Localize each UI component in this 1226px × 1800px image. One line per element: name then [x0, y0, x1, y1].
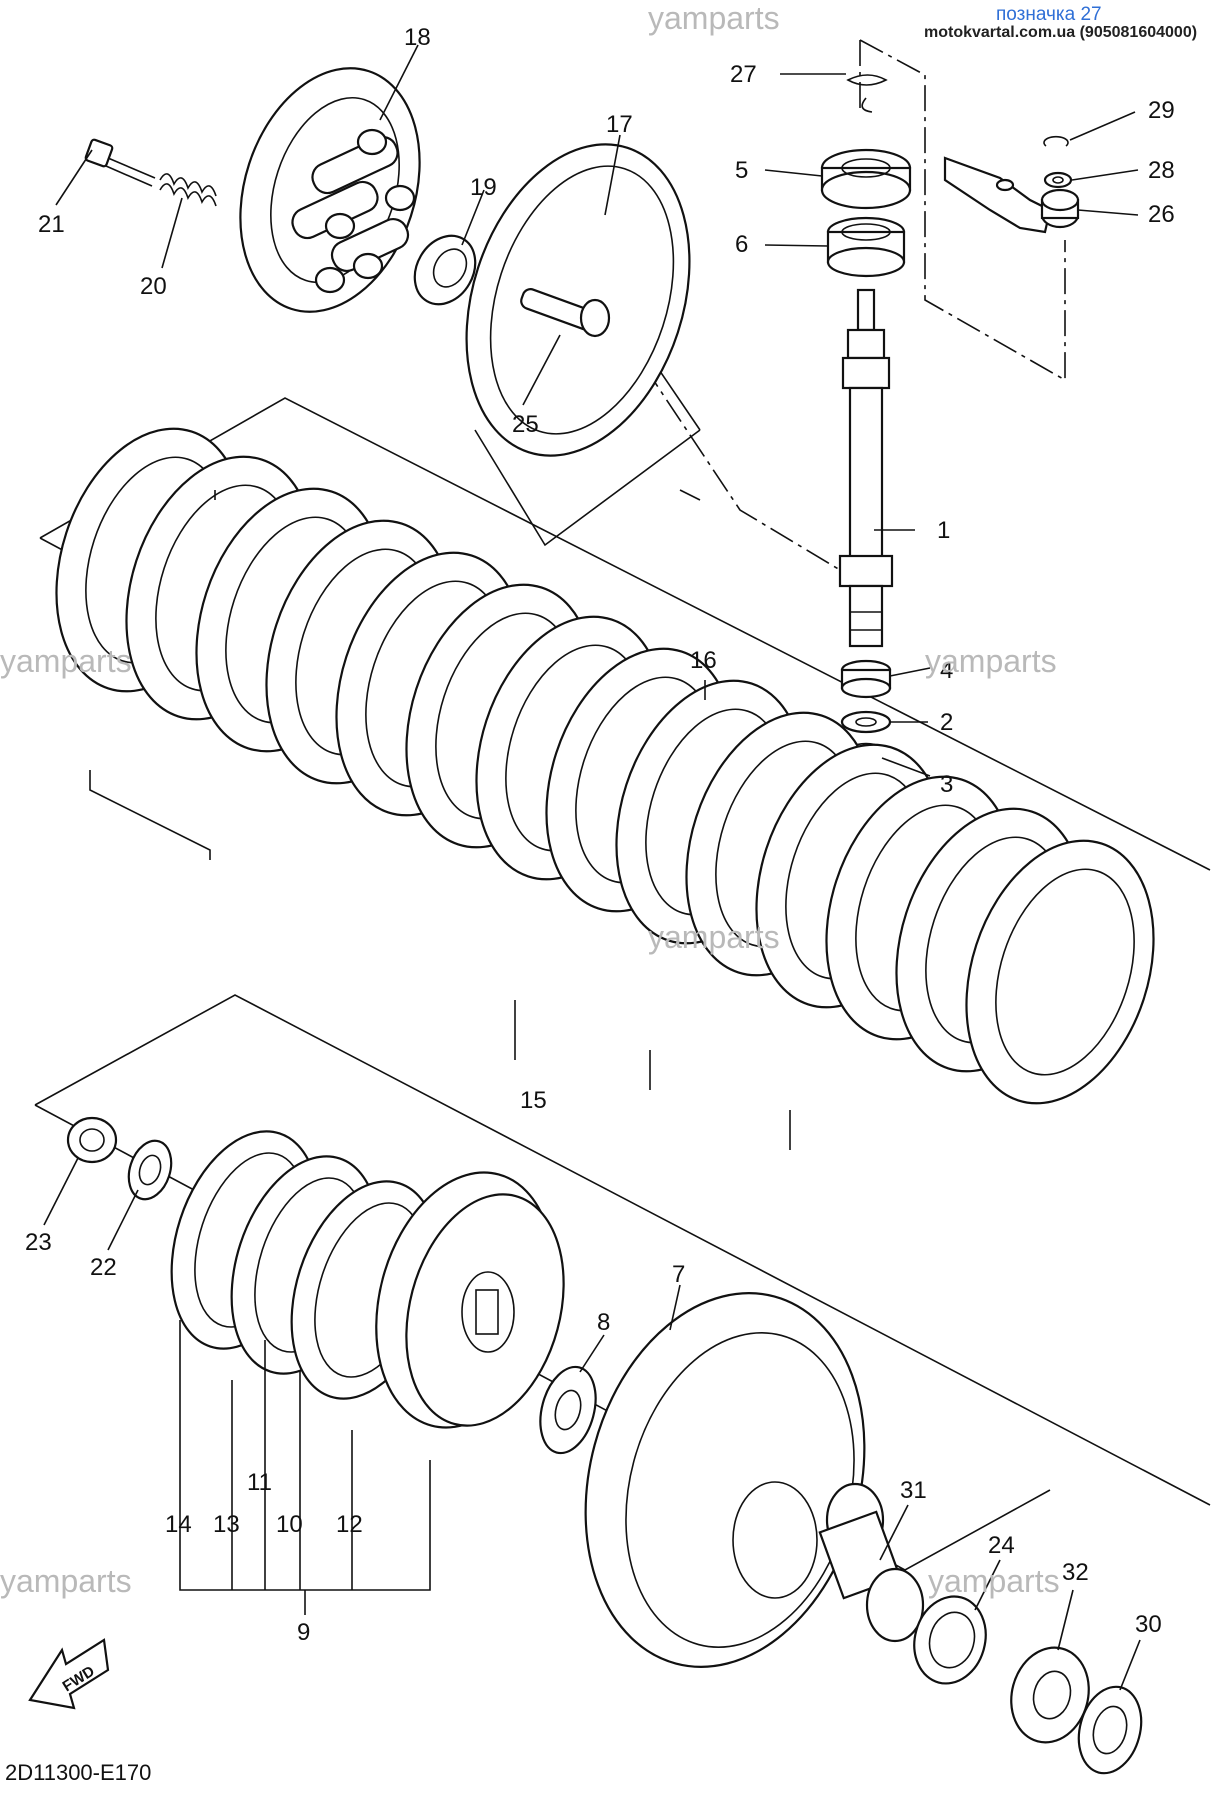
header-label: позначка 27	[996, 4, 1102, 25]
callout-28: 28	[1148, 157, 1175, 184]
spacer-31	[818, 1482, 925, 1643]
callout-1: 1	[937, 517, 950, 544]
diagram-code: 2D11300-E170	[5, 1760, 151, 1785]
callout-14: 14	[165, 1511, 192, 1538]
callout-15: 15	[520, 1087, 547, 1114]
callout-23: 23	[25, 1229, 52, 1256]
callout-numbers: 1 2 3 4 5 6 7 8 9 10 11 12 13 14 15 16 1…	[25, 24, 1175, 1646]
clutch-housing-7	[584, 1292, 866, 1668]
leader-lines	[43, 44, 1141, 1691]
clutch-plate-stack	[55, 427, 1155, 1105]
bearing-19	[413, 234, 477, 306]
watermark-top: yamparts	[648, 0, 780, 36]
watermark-right-bottom: yamparts	[928, 1563, 1060, 1599]
callout-25: 25	[512, 411, 539, 438]
pressure-plate	[239, 67, 421, 313]
callout-5: 5	[735, 157, 748, 184]
callout-26: 26	[1148, 201, 1175, 228]
watermark-left-bottom: yamparts	[0, 1563, 132, 1599]
callout-21: 21	[38, 211, 65, 238]
stack-brackets	[89, 490, 791, 1150]
callout-32: 32	[1062, 1559, 1089, 1586]
callout-18: 18	[404, 24, 431, 51]
watermark-left-mid: yamparts	[0, 643, 132, 679]
callout-12: 12	[336, 1511, 363, 1538]
callout-13: 13	[213, 1511, 240, 1538]
bracket-9	[179, 1320, 431, 1615]
frame-lines	[34, 39, 1211, 1571]
callout-8: 8	[597, 1309, 610, 1336]
nut-23	[66, 1116, 118, 1164]
callout-7: 7	[672, 1261, 685, 1288]
washer-8	[539, 1365, 597, 1455]
watermark-center: yamparts	[648, 919, 780, 955]
fwd-arrow-icon: FWD	[28, 1638, 110, 1710]
plate-17	[465, 143, 691, 457]
clutch-boss	[375, 1171, 565, 1429]
watermark-right-mid: yamparts	[925, 643, 1057, 679]
callout-22: 22	[90, 1254, 117, 1281]
callout-11: 11	[247, 1469, 272, 1496]
callout-2: 2	[940, 709, 953, 736]
callout-3: 3	[940, 771, 953, 798]
clutch-lever	[943, 135, 1080, 234]
gear-32	[1010, 1646, 1090, 1744]
header-site: motokvartal.com.ua (905081604000)	[924, 24, 1198, 41]
callout-30: 30	[1135, 1611, 1162, 1638]
watermarks: yamparts yamparts yamparts yamparts yamp…	[0, 643, 1060, 1599]
callout-31: 31	[900, 1477, 927, 1504]
bolt-and-spring	[84, 138, 217, 207]
bearing-24	[913, 1595, 987, 1685]
plate-ring-14	[965, 839, 1155, 1105]
shaft-top-parts	[820, 74, 912, 278]
callout-6: 6	[735, 231, 748, 258]
callout-19: 19	[470, 174, 497, 201]
callout-29: 29	[1148, 97, 1175, 124]
callout-20: 20	[140, 273, 167, 300]
callout-27: 27	[730, 61, 757, 88]
washer-22	[127, 1139, 173, 1201]
callout-17: 17	[606, 111, 633, 138]
callout-9: 9	[297, 1619, 310, 1646]
callout-16: 16	[690, 647, 717, 674]
callout-10: 10	[276, 1511, 303, 1538]
callout-24: 24	[988, 1532, 1015, 1559]
shaft-bottom-parts	[840, 659, 892, 761]
push-rod-shaft	[838, 288, 894, 648]
callout-4: 4	[940, 657, 953, 684]
